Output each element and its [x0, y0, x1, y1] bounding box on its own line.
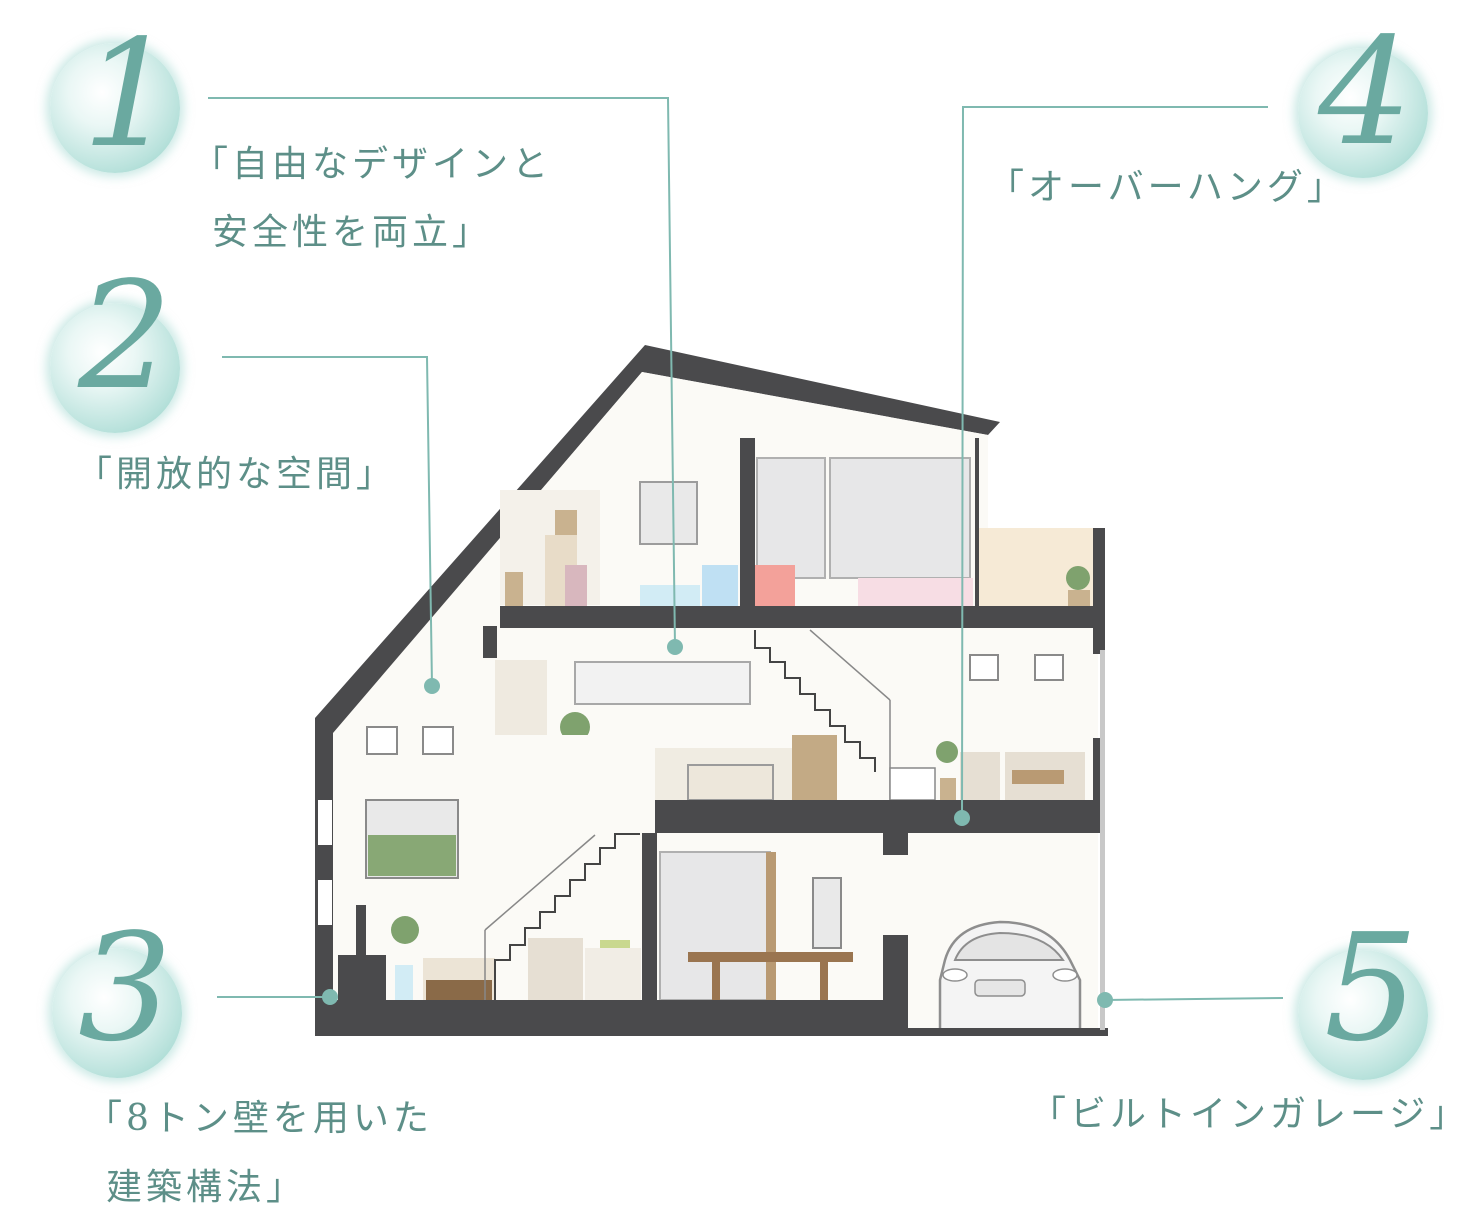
leader-dot-3: [322, 989, 338, 1005]
point-2-label: 「開放的な空間」: [76, 454, 397, 495]
leader-line-4: [961, 106, 1268, 819]
point-1-label-line-2: 安全性を両立」: [212, 212, 493, 253]
floor-slab-upper: [500, 606, 1105, 628]
point-5-label: 「ビルトインガレージ」: [1030, 1094, 1470, 1135]
badge-number-1: 1: [82, 8, 177, 180]
badge-4: [1298, 48, 1428, 178]
car: [938, 920, 1082, 1032]
leader-line-5: [1104, 997, 1284, 1001]
leader-dot-1: [667, 639, 683, 655]
badge-1: [50, 43, 180, 173]
point-3-label-line-1: 「8トン壁を用いた: [86, 1098, 433, 1139]
leader-dot-5: [1097, 992, 1113, 1008]
badge-number-4: 4: [1318, 6, 1413, 178]
badge-number-2: 2: [78, 250, 173, 422]
badge-5: [1298, 950, 1428, 1080]
leader-dot-4: [954, 810, 970, 826]
foundation-slab: [318, 1000, 908, 1036]
leader-dot-2: [424, 678, 440, 694]
leader-line-1: [208, 97, 676, 648]
leader-line-2: [222, 356, 433, 687]
badge-3: [52, 948, 182, 1078]
badge-2: [50, 303, 180, 433]
point-3-label-line-2: 建築構法」: [106, 1167, 307, 1208]
badge-number-3: 3: [78, 902, 173, 1074]
point-4-label: 「オーバーハング」: [988, 167, 1347, 208]
badge-number-5: 5: [1324, 902, 1419, 1074]
point-1-label-line-1: 「自由なデザインと: [192, 144, 553, 185]
